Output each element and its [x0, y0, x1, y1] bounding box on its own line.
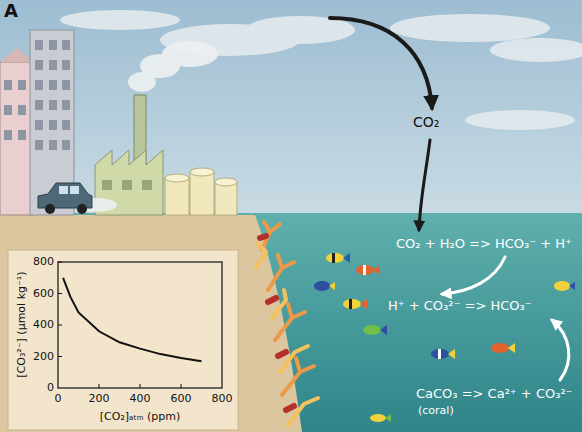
- sky: [0, 0, 582, 215]
- panel-letter: A: [4, 0, 18, 22]
- axis-title: [CO₃²⁻] (µmol kg⁻¹): [14, 272, 27, 378]
- inset-chart: [8, 250, 238, 430]
- coral-note: (coral): [418, 404, 454, 417]
- axis-title: [CO₂]ₐₜₘ (ppm): [100, 410, 181, 423]
- ocean: [0, 213, 582, 432]
- reaction-equation: CaCO₃ => Ca²⁺ + CO₃²⁻: [416, 386, 572, 402]
- flux-arrows: [330, 18, 569, 380]
- fish: [314, 253, 575, 422]
- car: [38, 183, 92, 214]
- factory: [95, 95, 163, 215]
- tick-label: 0: [47, 381, 54, 394]
- data-curve: [63, 278, 201, 361]
- tick-label: 0: [55, 392, 62, 405]
- tick-label: 800: [212, 392, 233, 405]
- storage-tanks: [165, 168, 237, 215]
- tick-label: 200: [33, 350, 54, 363]
- reaction-equation: H⁺ + CO₃²⁻ => HCO₃⁻: [388, 298, 532, 314]
- molecule-label: CO₂: [413, 114, 439, 131]
- buildings: [0, 30, 74, 215]
- land: [0, 215, 302, 432]
- coral: [256, 222, 318, 425]
- tick-label: 800: [33, 255, 54, 268]
- reaction-equation: CO₂ + H₂O => HCO₃⁻ + H⁺: [396, 236, 572, 252]
- tick-label: 400: [130, 392, 151, 405]
- tick-label: 200: [89, 392, 110, 405]
- tick-label: 600: [33, 287, 54, 300]
- tick-label: 600: [171, 392, 192, 405]
- tick-label: 400: [33, 318, 54, 331]
